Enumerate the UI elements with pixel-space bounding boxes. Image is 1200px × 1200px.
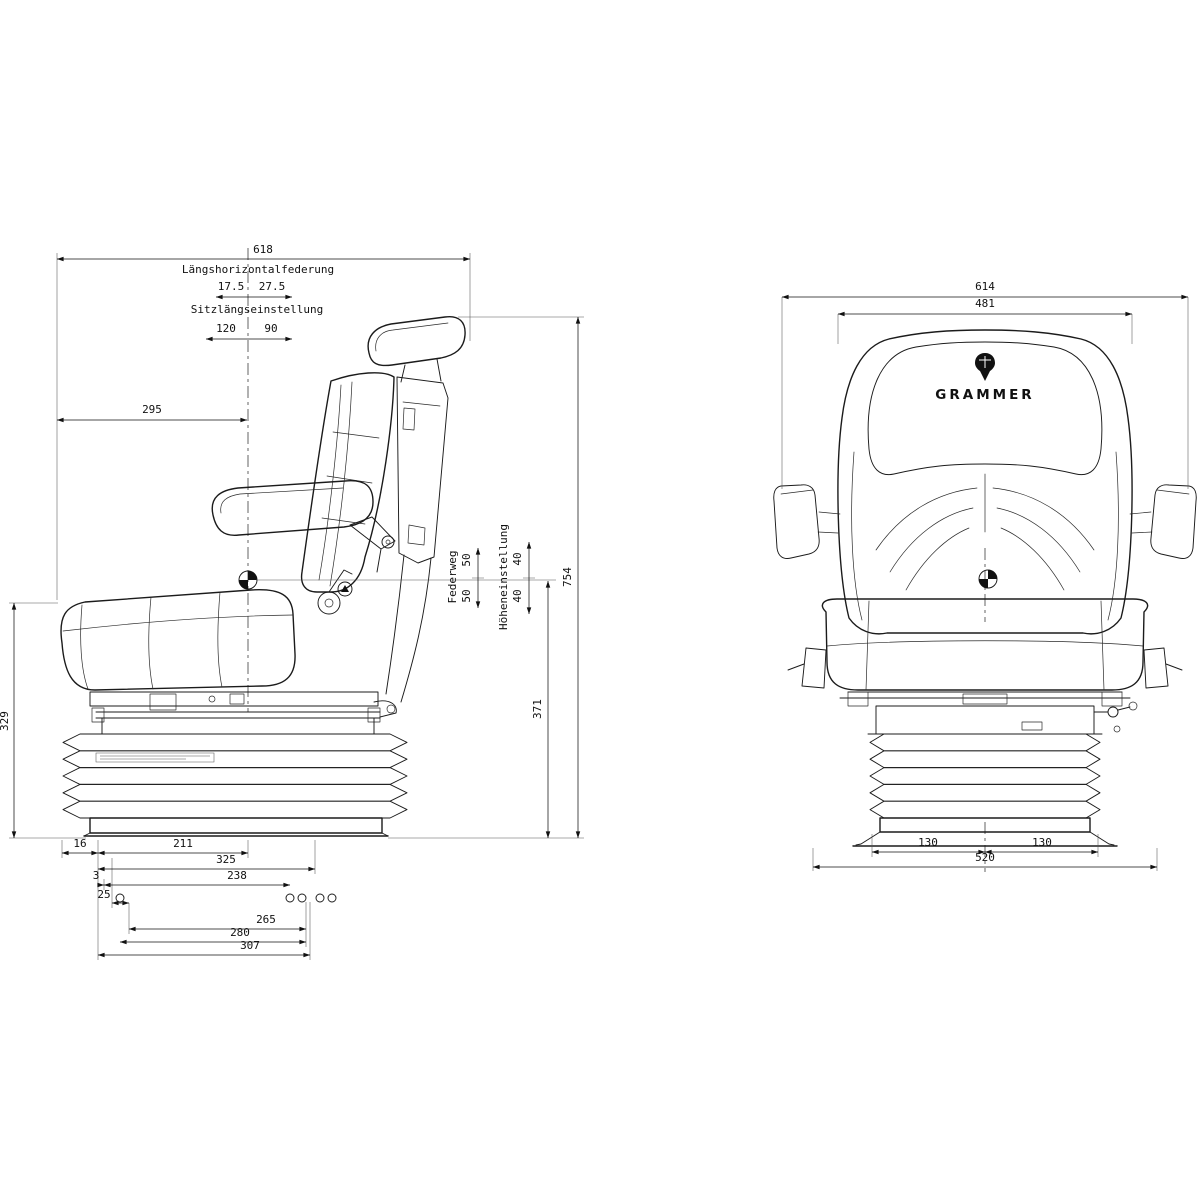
dim-481: 481 (975, 297, 995, 310)
brand-name: GRAMMER (935, 387, 1034, 403)
label-sitzlaengseinstellung: Sitzlängseinstellung (191, 303, 323, 316)
dim-federweg-50a: 50 (460, 553, 473, 566)
dim-238: 238 (227, 869, 247, 882)
front-armrest-left (773, 484, 841, 559)
grammer-logo-icon (975, 353, 995, 381)
dim-hoehe-40b: 40 (511, 589, 524, 602)
front-base-plate (852, 817, 1118, 847)
side-headrest (367, 315, 466, 383)
dim-265: 265 (256, 913, 276, 926)
front-backrest (837, 329, 1133, 635)
dim-520: 520 (975, 851, 995, 864)
side-seat-cushion (60, 589, 296, 691)
front-side-adjusters (787, 647, 1183, 689)
dim-federweg-50b: 50 (460, 589, 473, 602)
front-seat-cushion (821, 598, 1149, 691)
side-brand-emblem-icon (337, 581, 353, 597)
dim-211: 211 (173, 837, 193, 850)
front-cog-marker (978, 569, 998, 589)
side-dimensions: 618 Längshorizontalfederung 17.5 27.5 Si… (0, 243, 584, 960)
front-view: GRAMMER (773, 280, 1197, 872)
air-valve-icon (1107, 706, 1119, 718)
dim-307: 307 (240, 939, 260, 952)
dim-754: 754 (561, 567, 574, 587)
dim-25: 25 (97, 888, 110, 901)
dim-90: 90 (264, 322, 277, 335)
side-backrest-cushion (300, 372, 395, 597)
front-armrest-right (1129, 484, 1197, 559)
side-cog-marker (238, 570, 258, 590)
side-backrest-frame (385, 376, 449, 703)
dim-130-right: 130 (1032, 836, 1052, 849)
dim-hoehe-40a: 40 (511, 552, 524, 565)
dim-3: 3 (93, 869, 100, 882)
front-suspension-bellows (869, 733, 1101, 819)
front-suspension (839, 691, 1138, 735)
side-seat-frame (85, 691, 397, 735)
dim-130-left: 130 (918, 836, 938, 849)
dim-618: 618 (253, 243, 273, 256)
side-base-plate (83, 817, 389, 837)
label-federweg: Federweg (446, 551, 459, 604)
dim-295: 295 (142, 403, 162, 416)
label-hoeheneinstellung: Höheneinstellung (497, 524, 510, 630)
dim-17-5: 17.5 (218, 280, 245, 293)
side-warning-sticker (95, 752, 215, 763)
side-suspension-bellows (62, 733, 408, 819)
label-laengshorizontalfederung: Längshorizontalfederung (182, 263, 334, 276)
front-dimensions: 614 481 130 130 520 (781, 280, 1189, 871)
side-view: 618 Längshorizontalfederung 17.5 27.5 Si… (0, 243, 584, 960)
side-armrest (211, 480, 396, 573)
dim-325: 325 (216, 853, 236, 866)
mounting-holes (115, 893, 337, 903)
dim-280: 280 (230, 926, 250, 939)
dim-371: 371 (531, 699, 544, 719)
side-recliner-hinge (317, 569, 353, 615)
dim-614: 614 (975, 280, 995, 293)
dim-329: 329 (0, 711, 11, 731)
dim-120: 120 (216, 322, 236, 335)
side-height-knob (386, 704, 396, 714)
dim-16: 16 (73, 837, 86, 850)
dim-27-5: 27.5 (259, 280, 286, 293)
